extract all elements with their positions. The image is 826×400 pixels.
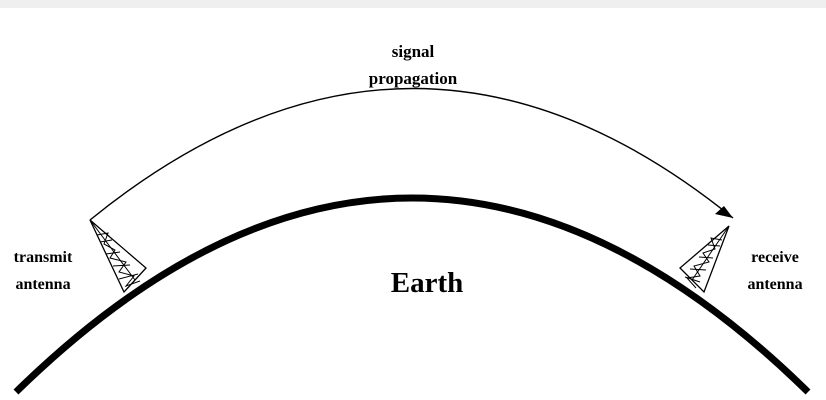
signal-label-line-1: signal — [392, 42, 435, 61]
receive-label-line-1: receive — [751, 249, 799, 266]
earth-surface-arc — [13, 194, 811, 395]
arrowhead-icon — [715, 206, 733, 218]
transmit-label-line-2: antenna — [15, 276, 70, 293]
signal-label-line-2: propagation — [369, 69, 458, 88]
receive-label-line-2: antenna — [747, 276, 802, 293]
transmit-label-line-1: transmit — [14, 249, 73, 266]
earth-label: Earth — [391, 267, 464, 299]
transmit-tower-icon — [89, 219, 147, 294]
signal-path-arc — [89, 87, 734, 221]
receive-tower-icon — [679, 225, 730, 294]
top-strip — [0, 0, 826, 8]
